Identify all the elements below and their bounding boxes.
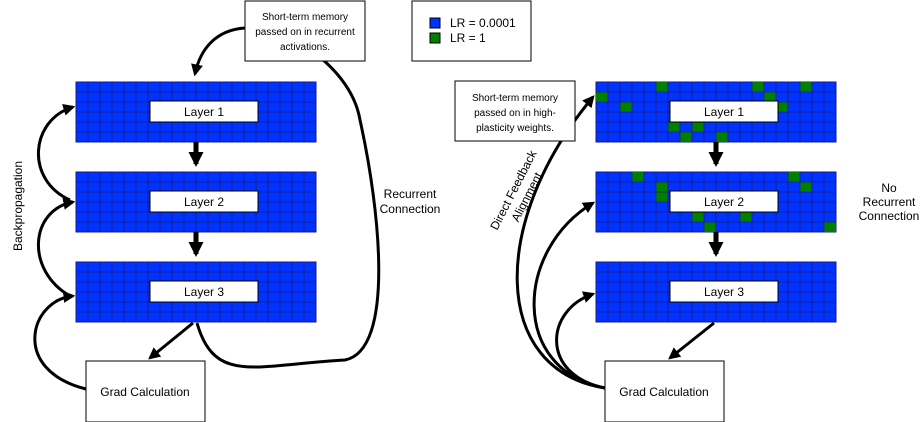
backprop-arrow-1 xyxy=(36,104,76,202)
legend-swatch-low-lr xyxy=(429,17,441,29)
legend: LR = 0.0001 LR = 1 xyxy=(411,0,532,62)
high-plasticity-cell xyxy=(824,222,836,232)
no-recurrent-label-line-2: Recurrent xyxy=(863,195,916,209)
left-note-line-2: passed on in recurrent xyxy=(255,27,355,38)
right-network: Layer 1 Layer 2 Layer 3 Grad Calculation… xyxy=(454,80,920,422)
high-plasticity-cell xyxy=(692,212,704,222)
right-grad-calculation-label: Grad Calculation xyxy=(619,385,708,399)
right-grad-calculation-box: Grad Calculation xyxy=(604,360,725,422)
high-plasticity-cell xyxy=(668,122,680,132)
recurrent-connection-label-line-1: Recurrent xyxy=(384,187,437,201)
backpropagation-label: Backpropagation xyxy=(11,161,25,251)
left-to-grad-arrow xyxy=(148,321,194,360)
left-grad-calculation-box: Grad Calculation xyxy=(85,360,206,422)
right-layer-2-label-box: Layer 2 xyxy=(669,190,779,213)
high-plasticity-cell xyxy=(716,132,728,142)
left-weight-grids xyxy=(75,81,317,323)
right-to-grad-arrow xyxy=(668,321,715,360)
high-plasticity-cell xyxy=(656,82,668,92)
left-note-line-1: Short-term memory xyxy=(262,12,348,23)
right-layer-3-label-box: Layer 3 xyxy=(669,280,779,303)
left-layer-1-label-box: Layer 1 xyxy=(149,100,259,123)
dfa-label: Direct Feedback Alignment xyxy=(487,147,545,232)
high-plasticity-cell xyxy=(800,82,812,92)
left-note-box: Short-term memory passed on in recurrent… xyxy=(244,0,366,62)
dfa-arrow-layer-2 xyxy=(532,201,606,390)
right-layer-2-label: Layer 2 xyxy=(704,195,744,209)
right-note-box: Short-term memory passed on in high- pla… xyxy=(454,80,576,142)
high-plasticity-cell xyxy=(800,182,812,192)
recurrent-connection-label-line-2: Connection xyxy=(380,202,441,216)
left-layer-2-label: Layer 2 xyxy=(184,195,224,209)
backprop-arrow-3 xyxy=(33,290,87,391)
right-layer-1-label-box: Layer 1 xyxy=(669,100,779,123)
no-recurrent-label-line-1: No xyxy=(881,181,897,195)
dfa-arrow-layer-1 xyxy=(515,95,606,390)
dfa-arrow-layer-3 xyxy=(555,291,606,390)
right-note-line-2: passed on in high- xyxy=(474,108,556,119)
high-plasticity-cell xyxy=(620,102,632,112)
right-layer-3-label: Layer 3 xyxy=(704,285,744,299)
high-plasticity-cell xyxy=(740,212,752,222)
right-note-line-1: Short-term memory xyxy=(472,93,558,104)
high-plasticity-cell xyxy=(752,82,764,92)
left-grad-calculation-label: Grad Calculation xyxy=(100,385,189,399)
high-plasticity-cell xyxy=(692,122,704,132)
high-plasticity-cell xyxy=(656,192,668,202)
legend-swatch-high-lr xyxy=(429,32,441,44)
high-plasticity-cell xyxy=(656,182,668,192)
right-note-line-3: plasticity weights. xyxy=(476,123,554,134)
high-plasticity-cell xyxy=(776,102,788,112)
left-layer-2-label-box: Layer 2 xyxy=(149,190,259,213)
backprop-arrow-2 xyxy=(36,197,76,298)
left-layer-3-label-box: Layer 3 xyxy=(149,280,259,303)
legend-label-low-lr: LR = 0.0001 xyxy=(450,16,516,30)
high-plasticity-cell xyxy=(764,92,776,102)
high-plasticity-cell xyxy=(632,172,644,182)
left-network: Layer 1 Layer 2 Layer 3 Grad Calculation… xyxy=(11,0,441,422)
high-plasticity-cell xyxy=(680,132,692,142)
legend-label-high-lr: LR = 1 xyxy=(450,31,486,45)
no-recurrent-label-line-3: Connection xyxy=(859,209,920,223)
right-layer-1-label: Layer 1 xyxy=(704,105,744,119)
high-plasticity-cell xyxy=(596,92,608,102)
left-layer-1-label: Layer 1 xyxy=(184,105,224,119)
high-plasticity-cell xyxy=(788,172,800,182)
left-layer-3-label: Layer 3 xyxy=(184,285,224,299)
left-note-line-3: activations. xyxy=(280,42,330,53)
high-plasticity-cell xyxy=(704,222,716,232)
